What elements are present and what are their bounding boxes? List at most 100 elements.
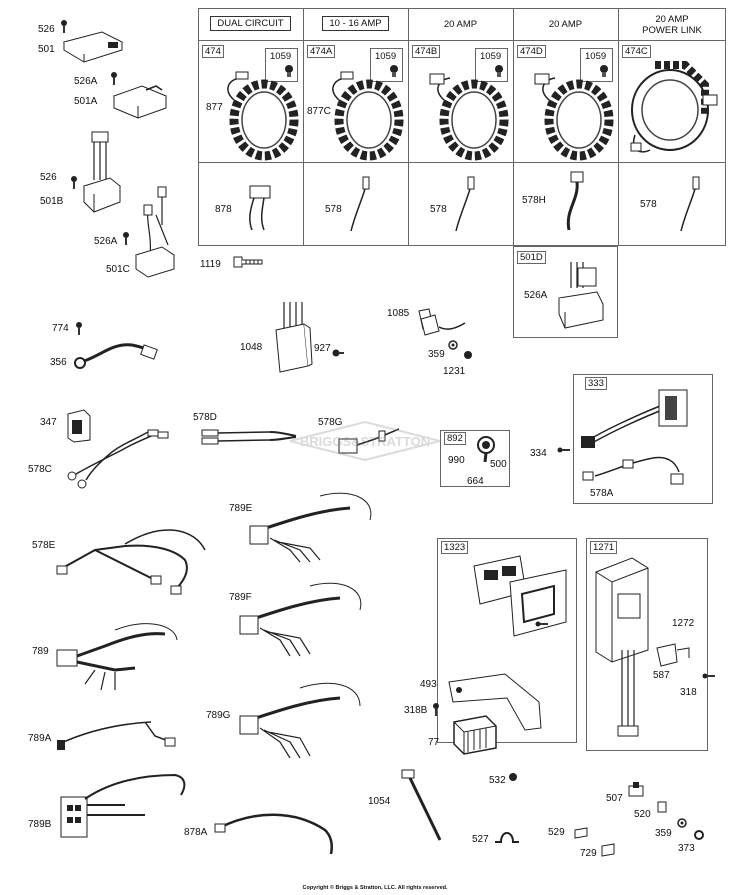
box-tag: 474C	[622, 45, 651, 58]
part-label: 789B	[28, 819, 52, 830]
part-label: 877	[206, 102, 223, 113]
part-label: 729	[580, 848, 597, 859]
part-label: 578	[430, 204, 447, 215]
part-label: 578	[640, 199, 657, 210]
screw-icon	[285, 65, 293, 77]
stator-ring-icon	[228, 80, 298, 160]
harness-789a-icon	[57, 712, 185, 750]
screw-icon	[61, 20, 67, 33]
harness-789-icon	[55, 620, 185, 700]
rectifier-501a-icon	[110, 82, 170, 120]
part-label: 1085	[387, 308, 410, 319]
grid-col-line	[618, 8, 619, 246]
part-label: 501C	[106, 264, 130, 275]
part-label: 877C	[307, 106, 331, 117]
part-label: 789	[32, 646, 49, 657]
part-label: 493	[420, 679, 437, 690]
subbox-1059	[265, 48, 298, 82]
part-label: 1119	[200, 259, 221, 270]
part-label: 789E	[229, 503, 253, 514]
stator-ring-icon	[438, 80, 508, 160]
part-label: 1272	[672, 618, 695, 629]
control-box-1271-icon	[592, 550, 662, 745]
plate-520-icon	[656, 800, 668, 814]
screw-icon	[123, 232, 129, 245]
screw-icon	[495, 65, 503, 77]
grommet-529-icon	[573, 826, 589, 840]
washer-icon	[677, 818, 687, 828]
part-label: 373	[678, 843, 695, 854]
box-tag: 1271	[590, 541, 618, 554]
harness-789f-icon	[240, 580, 370, 665]
box-tag: 474B	[412, 45, 441, 58]
rectifier-501-icon	[62, 28, 127, 63]
screw-icon	[557, 447, 570, 453]
switch-507-icon	[625, 782, 647, 802]
subbox-1059	[370, 48, 403, 82]
header-20-amp: 20 AMP	[443, 19, 478, 30]
key-switch-icon	[475, 434, 497, 464]
rectifier-501b-icon	[80, 130, 125, 220]
copyright-text: Copyright © Briggs & Stratton, LLC. All …	[302, 885, 448, 891]
grommet-729-icon	[600, 842, 616, 858]
wire-578-icon	[345, 175, 375, 235]
screw-icon	[111, 72, 117, 85]
wire-harness-578c-icon	[62, 430, 172, 500]
box-1271	[586, 538, 708, 751]
header-10-16-amp: 10 - 16 AMP	[303, 16, 408, 31]
clamp-527-icon	[493, 828, 521, 848]
part-label: 526A	[94, 236, 118, 247]
part-label: 578E	[32, 540, 56, 551]
part-label: 529	[548, 827, 565, 838]
grid-col-line	[303, 8, 304, 246]
screw-icon	[600, 65, 608, 77]
regulator-77-icon	[450, 712, 500, 757]
part-label: 527	[472, 834, 489, 845]
outlet-1323-icon	[470, 552, 570, 642]
part-label: 526A	[524, 290, 548, 301]
part-label: 789G	[206, 710, 231, 721]
module-1048-icon	[268, 302, 318, 375]
screw-icon	[702, 673, 715, 679]
part-label: 578	[325, 204, 342, 215]
wire-578g-icon	[335, 425, 405, 460]
header-power-link-line1: 20 AMP	[655, 14, 689, 25]
part-label: 500	[490, 459, 507, 470]
box-tag: 474	[202, 45, 224, 58]
part-label: 578D	[193, 412, 217, 423]
part-label: 526	[38, 24, 55, 35]
subbox-1059	[580, 48, 613, 82]
wire-578-icon	[450, 175, 480, 235]
screw-icon	[76, 322, 82, 335]
part-label: 532	[489, 775, 506, 786]
part-label: 789A	[28, 733, 52, 744]
header-dual-circuit: DUAL CIRCUIT	[198, 16, 303, 31]
screw-icon	[433, 703, 439, 716]
grid-col-line	[513, 8, 514, 246]
part-label: 878A	[184, 827, 208, 838]
nut-icon	[509, 773, 517, 781]
part-label: 1054	[368, 796, 391, 807]
part-label: 774	[52, 323, 69, 334]
grid-row-line	[198, 40, 726, 41]
box-tag: 892	[444, 432, 466, 445]
power-link-stator-icon	[625, 55, 720, 160]
box-tag: 1059	[268, 51, 294, 62]
part-label: 356	[50, 357, 67, 368]
part-label: 318B	[404, 705, 428, 716]
wire-coil-333-icon	[581, 380, 710, 500]
harness-789b-icon	[55, 765, 195, 845]
screw-icon	[535, 621, 548, 627]
connector-878-icon	[240, 180, 285, 235]
part-label: 587	[653, 670, 670, 681]
part-label: 347	[40, 417, 57, 428]
part-label: 1231	[443, 366, 466, 377]
part-label: 578H	[522, 195, 546, 206]
part-label: 578C	[28, 464, 52, 475]
box-tag: 1323	[441, 541, 469, 554]
switch-347-icon	[64, 408, 94, 444]
box-tag: 1059	[583, 51, 609, 62]
nut-icon	[694, 830, 704, 840]
box-892	[440, 430, 510, 487]
screw-icon	[390, 65, 398, 77]
